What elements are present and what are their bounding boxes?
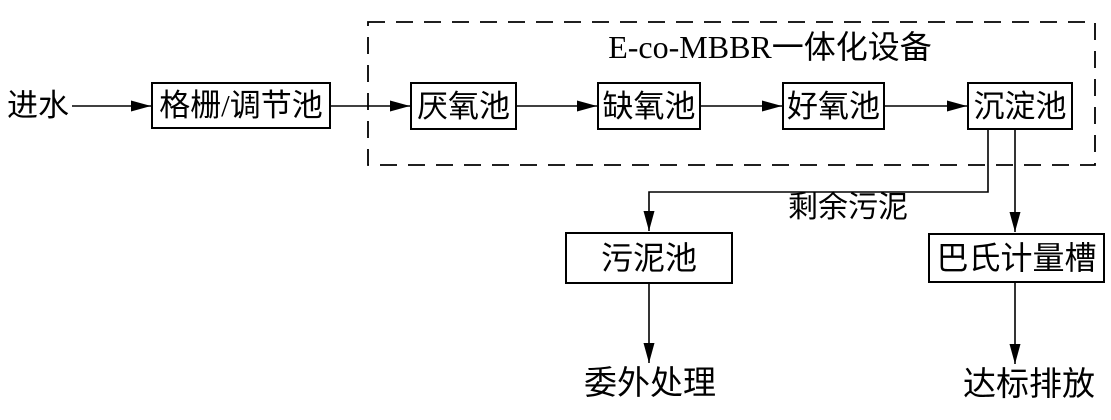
- node-parshall-flume-label: 巴氏计量槽: [936, 240, 1097, 276]
- node-anoxic-pool-label: 缺氧池: [602, 88, 696, 124]
- excess-sludge-label: 剩余污泥: [788, 191, 908, 224]
- node-anaerobic-pool-label: 厌氧池: [417, 88, 510, 124]
- influent-label: 进水: [7, 88, 69, 123]
- node-anaerobic-pool: 厌氧池: [410, 82, 517, 130]
- node-aerobic-pool: 好氧池: [782, 82, 885, 130]
- equipment-group-box: [367, 21, 1096, 166]
- node-screen-pool: 格栅/调节池: [151, 82, 331, 129]
- node-sedimentation-pool: 沉淀池: [967, 82, 1073, 130]
- node-anoxic-pool: 缺氧池: [597, 82, 701, 130]
- node-sludge-pool-label: 污泥池: [600, 240, 697, 276]
- group-title: E-co-MBBR一体化设备: [608, 29, 932, 65]
- node-screen-pool-label: 格栅/调节池: [159, 88, 323, 123]
- outsourced-label: 委外处理: [584, 366, 716, 402]
- node-sedimentation-pool-label: 沉淀池: [973, 88, 1067, 124]
- node-aerobic-pool-label: 好氧池: [787, 88, 880, 124]
- node-parshall-flume: 巴氏计量槽: [928, 233, 1105, 283]
- edge-sedimentation-to-sludge: [643, 130, 989, 231]
- discharge-label: 达标排放: [963, 367, 1095, 403]
- node-sludge-pool: 污泥池: [565, 232, 733, 284]
